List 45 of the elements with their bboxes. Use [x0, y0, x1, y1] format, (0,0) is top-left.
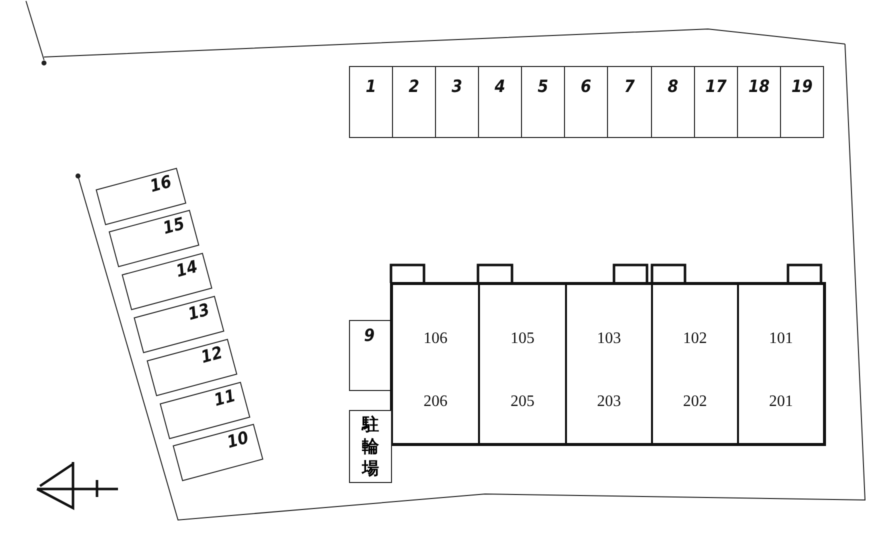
space-number: 10	[225, 429, 250, 452]
room-number: 205	[510, 393, 534, 411]
room-number: 105	[510, 330, 534, 348]
parking-space	[694, 66, 738, 138]
parking-space	[780, 66, 824, 138]
room-number: 103	[597, 330, 621, 348]
room-number: 201	[769, 393, 793, 411]
room-number: 106	[424, 330, 448, 348]
space-number: 15	[161, 215, 186, 238]
parking-space	[392, 66, 436, 138]
parking-space	[607, 66, 652, 138]
space-number: 13	[186, 300, 212, 324]
space-number: 1	[364, 78, 378, 96]
space-number: 18	[747, 78, 771, 96]
room-number: 206	[424, 393, 448, 411]
space-number: 17	[704, 78, 728, 96]
room-number: 203	[597, 393, 621, 411]
bicycle-parking	[349, 410, 392, 483]
parking-space	[478, 66, 522, 138]
room-number: 102	[683, 330, 707, 348]
space-number: 5	[536, 78, 550, 96]
space-number: 16	[148, 172, 174, 196]
space-number: 12	[199, 344, 225, 367]
space-number: 8	[666, 78, 680, 96]
space-number: 4	[494, 78, 506, 96]
apartment-building	[390, 282, 826, 446]
parking-space	[737, 66, 781, 138]
bicycle-parking-label: 駐輪場	[361, 414, 380, 480]
room-number: 202	[683, 393, 707, 411]
parking-space	[651, 66, 695, 138]
space-number: 2	[408, 78, 420, 96]
parking-space	[435, 66, 479, 138]
space-number: 7	[623, 78, 636, 96]
space-number: 14	[174, 258, 200, 281]
space-number: 9	[364, 327, 375, 345]
parking-space	[172, 424, 264, 482]
space-number: 3	[450, 78, 464, 96]
parking-space	[521, 66, 565, 138]
parking-space	[564, 66, 608, 138]
parking-space	[349, 320, 392, 391]
space-number: 11	[212, 386, 238, 410]
parking-space	[349, 66, 393, 138]
space-number: 19	[790, 78, 814, 96]
space-number: 6	[580, 78, 592, 96]
room-number: 101	[769, 330, 793, 348]
